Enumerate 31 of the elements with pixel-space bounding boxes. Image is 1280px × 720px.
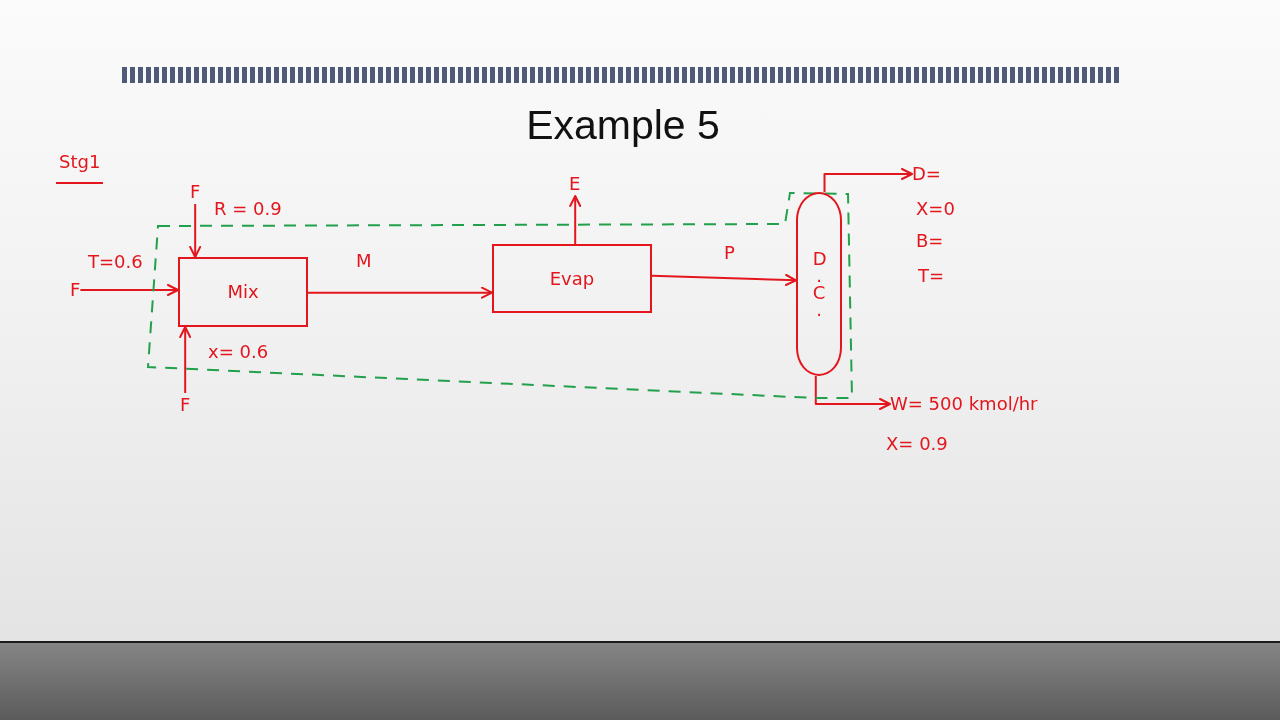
stream-value: R = 0.9 — [214, 197, 282, 221]
stream-label: D= — [912, 162, 941, 186]
arrow — [179, 326, 192, 394]
arrow — [307, 286, 493, 299]
stream-label: W= 500 kmol/hr — [890, 392, 1038, 416]
note-label: Stg1 — [56, 150, 104, 184]
stream-label: E — [569, 172, 581, 196]
box-label: Evap — [549, 266, 595, 291]
column-vessel — [796, 192, 842, 376]
stream-label: F — [70, 278, 81, 302]
stream-value: B= — [916, 229, 944, 253]
diagram-title: Example 5 — [526, 101, 720, 149]
arrow — [189, 203, 202, 258]
stream-value: T=0.6 — [88, 250, 143, 274]
edge-label: M — [356, 249, 372, 273]
arrow — [823, 168, 913, 193]
stream-value: x= 0.6 — [208, 340, 269, 364]
arrow — [651, 274, 797, 286]
stream-label: F — [180, 393, 191, 417]
stream-value: X= 0.9 — [886, 432, 948, 456]
stream-label: F — [190, 180, 201, 204]
box-label: Mix — [227, 280, 259, 304]
process-box — [492, 244, 652, 313]
stream-value: X=0 — [916, 197, 955, 221]
arrow — [569, 195, 582, 245]
edge-label: P — [724, 241, 735, 265]
stream-value: T= — [918, 264, 945, 288]
arrow — [79, 284, 179, 296]
arrow — [814, 375, 891, 410]
process-box — [178, 257, 308, 327]
column-label: D.C. — [812, 250, 826, 318]
